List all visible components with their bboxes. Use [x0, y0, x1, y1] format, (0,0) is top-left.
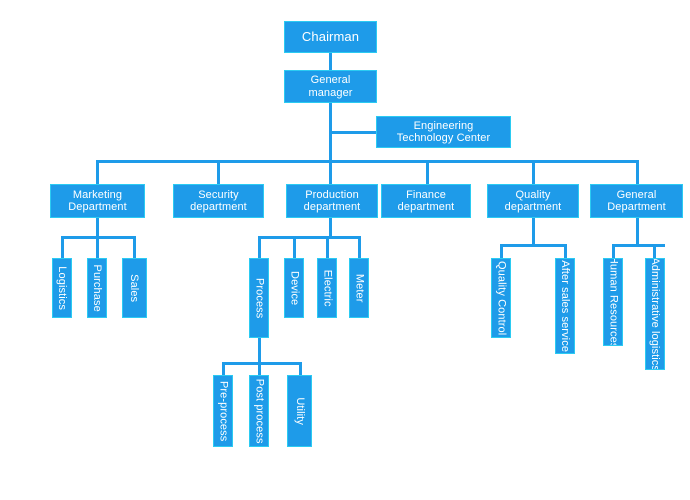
connector-drop-electric: [326, 236, 329, 258]
connector-chairman-to-general-manager: [329, 52, 332, 70]
connector-drop-general: [636, 160, 639, 184]
node-engineering-technology-center[interactable]: Engineering Technology Center: [376, 116, 511, 148]
node-production-department-label: Production department: [303, 188, 361, 213]
connector-quality-bus: [500, 244, 567, 247]
node-meter-label: Meter: [353, 273, 366, 303]
connector-drop-utility: [299, 362, 302, 375]
node-chairman[interactable]: Chairman: [284, 21, 377, 53]
node-administrative-logistics[interactable]: Administrative logistics: [645, 258, 665, 370]
connector-process-bus: [222, 362, 302, 365]
node-post-process-label: Post process: [253, 378, 266, 444]
node-marketing-department-label: Marketing Department: [68, 188, 127, 213]
connector-general-manager-trunk: [329, 102, 332, 161]
node-general-manager[interactable]: General manager: [284, 70, 377, 103]
node-quality-control-label: Quality Control: [495, 260, 508, 336]
node-quality-department[interactable]: Quality department: [487, 184, 579, 218]
node-finance-department-label: Finance department: [397, 188, 455, 213]
connector-to-engineering-technology-center: [331, 131, 377, 134]
node-general-manager-label: General manager: [308, 74, 353, 99]
node-human-resources-label: Human Resources: [607, 258, 620, 346]
node-logistics[interactable]: Logistics: [52, 258, 72, 318]
connector-process-trunk: [258, 338, 261, 362]
node-utility-label: Utility: [293, 397, 306, 425]
connector-drop-marketing: [96, 160, 99, 184]
connector-drop-production: [329, 160, 332, 184]
node-production-department[interactable]: Production department: [286, 184, 378, 218]
node-purchase[interactable]: Purchase: [87, 258, 107, 318]
node-pre-process[interactable]: Pre-process: [213, 375, 233, 447]
node-human-resources[interactable]: Human Resources: [603, 258, 623, 346]
connector-drop-sales: [133, 236, 136, 258]
node-post-process[interactable]: Post process: [249, 375, 269, 447]
node-marketing-department[interactable]: Marketing Department: [50, 184, 145, 218]
node-sales-label: Sales: [128, 273, 141, 303]
node-after-sales-service[interactable]: After sales service: [555, 258, 575, 354]
node-device-label: Device: [288, 270, 301, 306]
node-meter[interactable]: Meter: [349, 258, 369, 318]
node-utility[interactable]: Utility: [287, 375, 312, 447]
node-quality-department-label: Quality department: [504, 188, 562, 213]
node-engineering-technology-center-label: Engineering Technology Center: [396, 119, 491, 144]
connector-drop-pre-process: [222, 362, 225, 375]
connector-quality-trunk: [532, 217, 535, 244]
connector-drop-quality-control: [500, 244, 503, 258]
connector-drop-quality: [532, 160, 535, 184]
connector-drop-after-sales-service: [564, 244, 567, 258]
connector-drop-security: [217, 160, 220, 184]
connector-general-bus: [612, 244, 665, 247]
node-electric-label: Electric: [321, 269, 334, 307]
connector-main-bus: [96, 160, 639, 163]
connector-drop-meter: [358, 236, 361, 258]
node-device[interactable]: Device: [284, 258, 304, 318]
node-process-label: Process: [253, 277, 266, 319]
node-sales[interactable]: Sales: [122, 258, 147, 318]
connector-general-trunk: [636, 217, 639, 244]
node-chairman-label: Chairman: [301, 28, 360, 44]
node-quality-control[interactable]: Quality Control: [491, 258, 511, 338]
node-logistics-label: Logistics: [56, 266, 69, 310]
node-security-department[interactable]: Security department: [173, 184, 264, 218]
node-process[interactable]: Process: [249, 258, 269, 338]
connector-marketing-trunk: [96, 217, 99, 236]
connector-production-trunk: [329, 217, 332, 236]
connector-drop-purchase: [96, 236, 99, 258]
node-electric[interactable]: Electric: [317, 258, 337, 318]
node-administrative-logistics-label: Administrative logistics: [649, 258, 662, 370]
node-purchase-label: Purchase: [91, 264, 104, 312]
node-after-sales-service-label: After sales service: [559, 260, 572, 352]
connector-production-bus: [258, 236, 361, 239]
connector-drop-finance: [426, 160, 429, 184]
connector-drop-post-process: [258, 362, 261, 375]
connector-drop-human-resources: [612, 244, 615, 258]
node-finance-department[interactable]: Finance department: [381, 184, 471, 218]
node-pre-process-label: Pre-process: [217, 380, 230, 442]
connector-drop-process: [258, 236, 261, 258]
connector-drop-device: [293, 236, 296, 258]
node-general-department[interactable]: General Department: [590, 184, 683, 218]
connector-drop-logistics: [61, 236, 64, 258]
node-general-department-label: General Department: [607, 188, 666, 213]
node-security-department-label: Security department: [190, 188, 247, 213]
connector-drop-administrative-logistics: [653, 244, 656, 258]
